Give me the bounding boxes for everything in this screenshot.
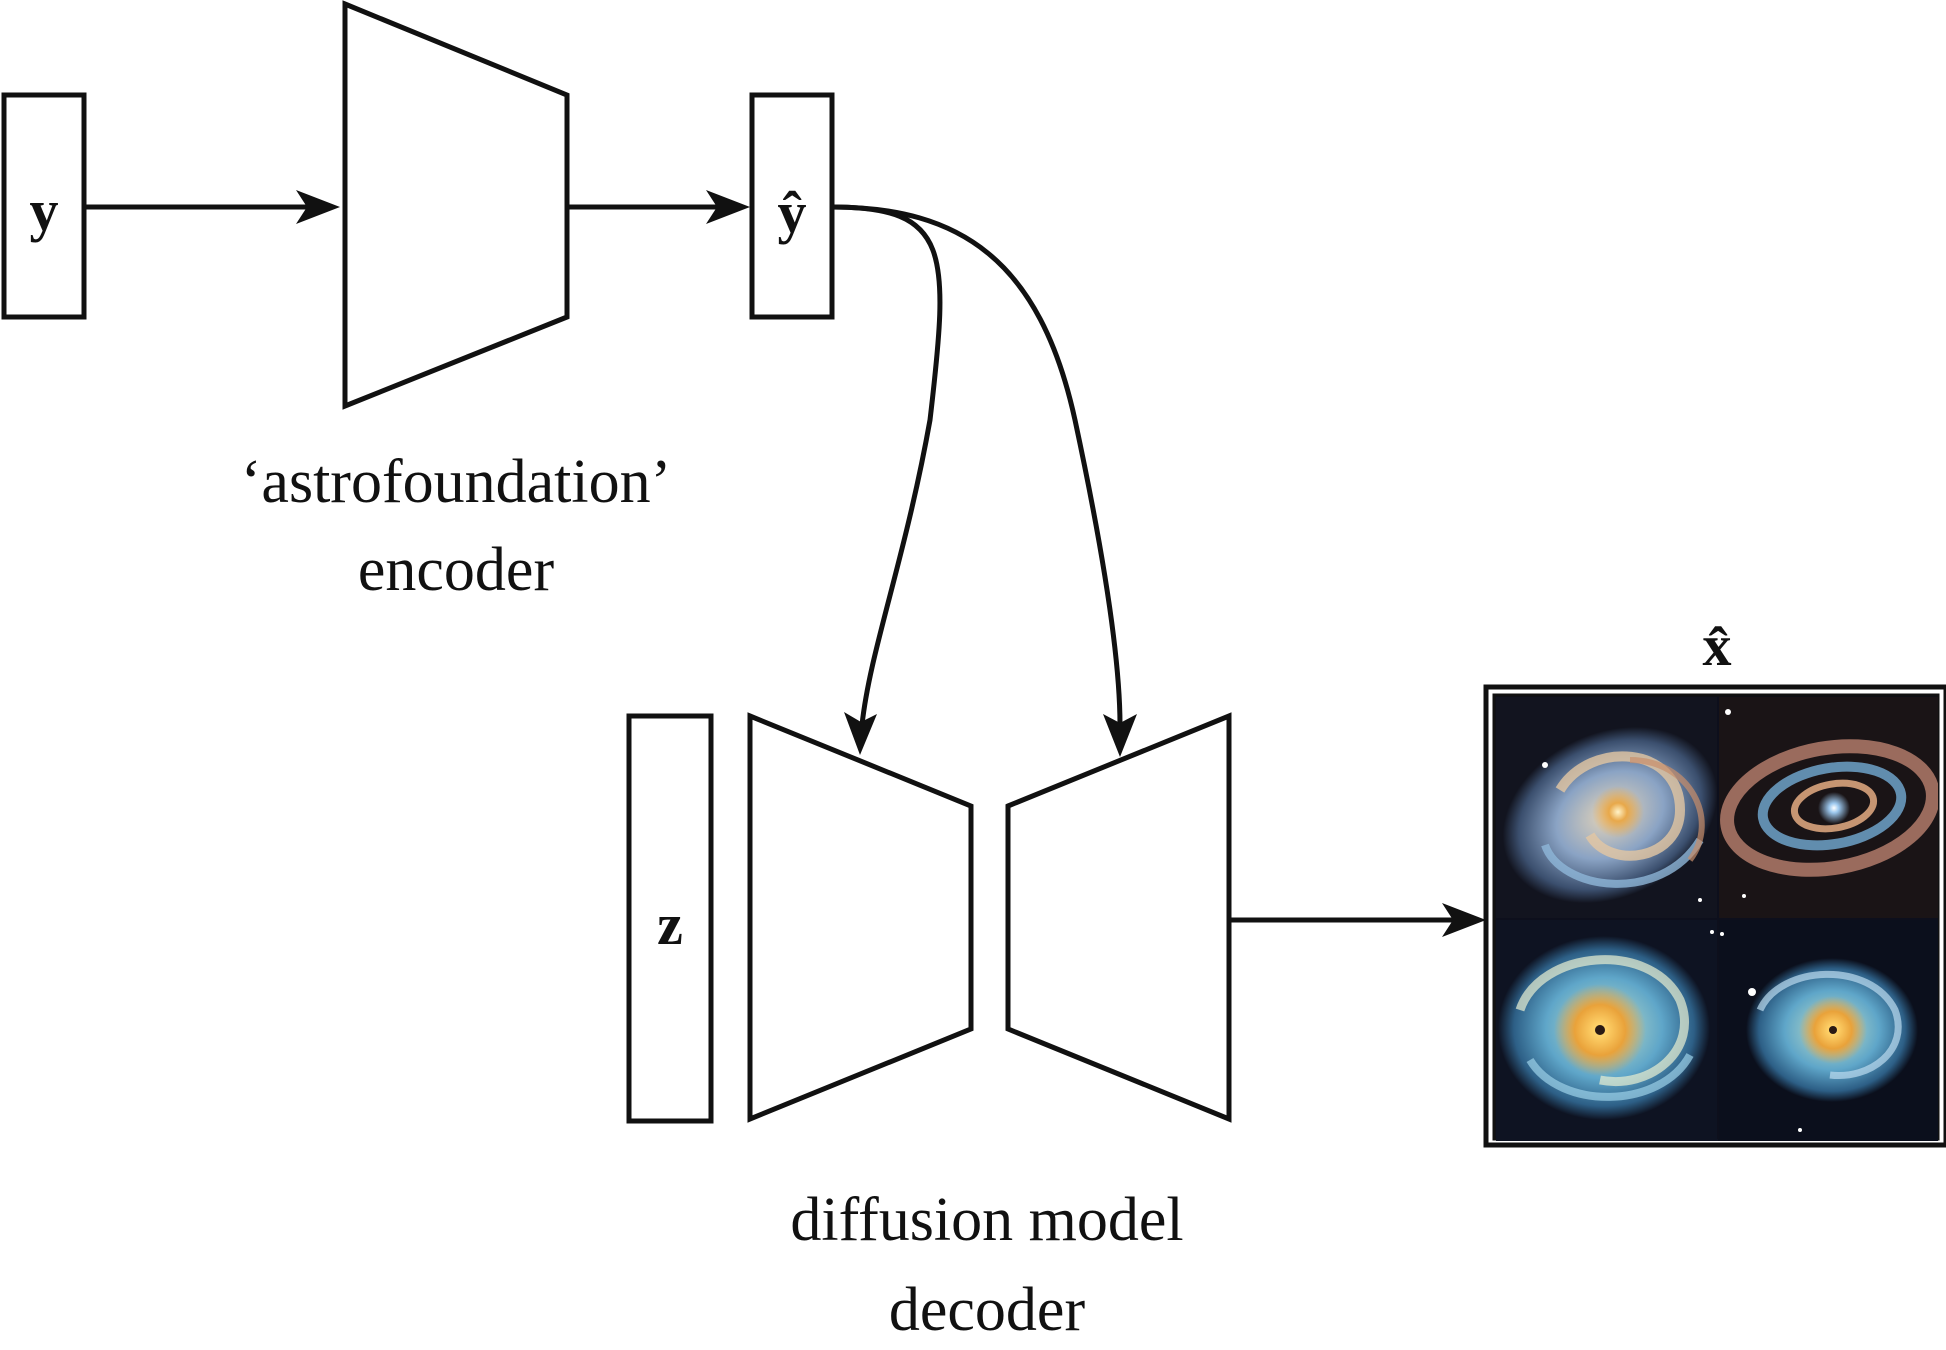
arrow-encoder-to-yhat [567,190,750,224]
arrow-y-to-encoder [84,190,340,224]
decoder-left-trapezoid [747,712,974,1123]
decoder-caption-line2: decoder [889,1276,1086,1344]
noise-z-box [626,713,714,1124]
output-xhat-label: x̂ [1703,613,1732,678]
input-y-label: y [30,178,59,243]
noise-z-label: z [657,892,683,957]
encoder-block [342,0,570,410]
galaxy-panel-top-left [1496,697,1718,919]
output-galaxy-grid [1483,684,1946,1148]
noise-z-block: z [626,713,714,1124]
galaxy-panel-bottom-left [1496,919,1718,1141]
latent-yhat-box [749,92,835,320]
arrowhead [1103,714,1137,757]
encoder-caption-line1: ‘astrofoundation’ [241,448,671,516]
arrowhead [1442,903,1486,937]
decoder-block [747,712,1232,1123]
arrow-decoder-to-output [1229,903,1486,937]
latent-yhat-label: ŷ [778,180,807,245]
decoder-caption-line1: diffusion model [790,1186,1183,1254]
galaxy-panel-bottom-right [1718,919,1938,1141]
decoder-right-trapezoid [1005,712,1232,1123]
encoder-caption-line2: encoder [358,536,555,604]
galaxy-panel-top-right [1718,697,1938,919]
input-y-block: y [1,92,87,320]
arrowhead [844,712,877,755]
arrow-yhat-to-decoder-left [831,204,943,755]
input-y-box [1,92,87,320]
arrow-yhat-to-decoder-right [831,204,1137,757]
encoder-trapezoid [342,0,570,410]
arrowhead [296,190,340,224]
latent-yhat-block: ŷ [749,92,835,320]
arrowhead [706,190,750,224]
